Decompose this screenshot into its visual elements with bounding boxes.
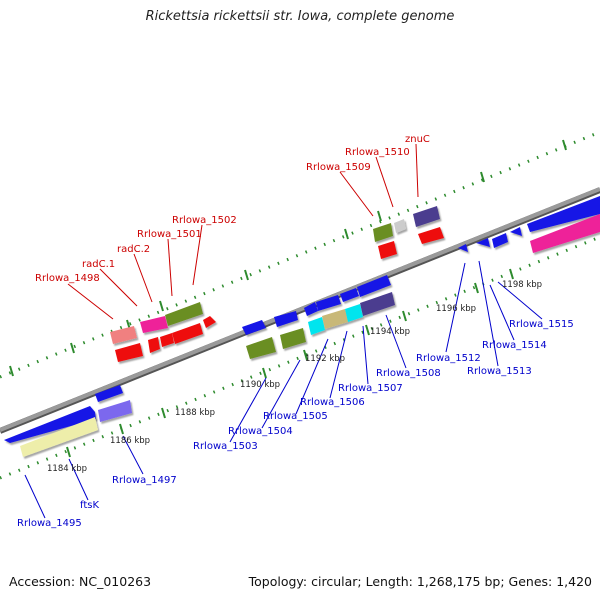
gene-feature	[527, 196, 600, 232]
gene-feature	[340, 288, 359, 302]
scale-label: 1190 kbp	[240, 380, 280, 390]
reverse-genes	[20, 214, 600, 457]
gene-feature	[203, 316, 216, 328]
gene-feature	[373, 223, 393, 242]
gene-feature	[418, 227, 444, 244]
map-title: Rickettsia rickettsii str. Iowa, complet…	[145, 9, 455, 24]
major-ticks	[9, 139, 567, 458]
gene-label: Rrlowa_1503	[193, 441, 258, 452]
reverse-leader-lines	[24, 260, 543, 519]
gene-feature	[20, 417, 98, 457]
gene-feature	[308, 317, 325, 335]
gene-feature	[360, 292, 395, 316]
gene-label: Rrlowa_1514	[482, 340, 547, 351]
gene-label: Rrlowa_1508	[376, 368, 441, 379]
scale-label: 1184 kbp	[47, 464, 87, 474]
gene-feature	[172, 323, 203, 344]
accession-text: Accession: NC_010263	[9, 574, 152, 589]
gene-feature	[148, 337, 160, 353]
scale-labels: 1184 kbp 1186 kbp 1188 kbp 1190 kbp 1192…	[47, 280, 542, 474]
gene-label: Rrlowa_1515	[509, 319, 574, 330]
gene-label: znuC	[405, 134, 430, 145]
gene-feature	[274, 311, 298, 327]
gene-feature	[458, 244, 468, 252]
gene-label: ftsK	[80, 500, 99, 511]
gene-feature	[530, 214, 600, 253]
gene-label: Rrlowa_1506	[300, 397, 365, 408]
gene-label: Rrlowa_1501	[137, 229, 202, 240]
genome-backbone	[0, 187, 600, 434]
gene-feature	[280, 328, 306, 349]
gene-label: Rrlowa_1513	[467, 366, 532, 377]
genome-summary-text: Topology: circular; Length: 1,268,175 bp…	[248, 574, 592, 589]
scale-label: 1198 kbp	[502, 280, 542, 290]
gene-label: Rrlowa_1502	[172, 215, 237, 226]
scale-label: 1194 kbp	[370, 327, 410, 337]
gene-feature	[115, 343, 143, 362]
forward-genes	[4, 196, 600, 443]
gene-label: Rrlowa_1507	[338, 383, 403, 394]
gene-feature	[98, 400, 132, 422]
gene-feature	[378, 241, 397, 259]
gene-feature	[316, 295, 341, 311]
gene-feature	[510, 227, 522, 236]
forward-gene-labels: Rrlowa_1498 radC.1 radC.2 Rrlowa_1501 Rr…	[35, 134, 430, 284]
gene-feature	[4, 406, 96, 443]
scale-label: 1186 kbp	[110, 436, 150, 446]
forward-leader-lines	[67, 143, 419, 320]
gene-feature	[242, 320, 266, 335]
gene-feature	[304, 302, 318, 316]
gene-label: Rrlowa_1509	[306, 162, 371, 173]
gene-feature	[492, 233, 508, 248]
gene-feature	[110, 326, 137, 344]
gene-feature	[476, 238, 490, 247]
gene-feature	[345, 304, 363, 322]
gene-label: Rrlowa_1512	[416, 353, 481, 364]
gene-feature	[357, 275, 391, 297]
gene-feature	[322, 309, 348, 329]
gene-feature	[165, 302, 203, 326]
gene-feature	[394, 219, 406, 233]
scale-label: 1192 kbp	[305, 354, 345, 364]
gene-feature	[246, 337, 276, 359]
gene-label: Rrlowa_1498	[35, 273, 100, 284]
scale-label: 1188 kbp	[175, 408, 215, 418]
gene-label: Rrlowa_1497	[112, 475, 177, 486]
gene-label: radC.2	[117, 244, 150, 255]
gene-label: Rrlowa_1495	[17, 518, 82, 529]
gene-feature	[160, 333, 174, 347]
gene-label: radC.1	[82, 259, 115, 270]
gene-feature	[95, 385, 123, 402]
gene-label: Rrlowa_1510	[345, 147, 410, 158]
outer-tick-track	[0, 130, 600, 379]
scale-label: 1196 kbp	[436, 304, 476, 314]
gene-label: Rrlowa_1504	[228, 426, 293, 437]
gene-label: Rrlowa_1505	[263, 411, 328, 422]
reverse-gene-labels: Rrlowa_1495 ftsK Rrlowa_1497 Rrlowa_1503…	[17, 319, 574, 529]
gene-feature	[413, 206, 440, 227]
gene-feature	[140, 316, 168, 333]
